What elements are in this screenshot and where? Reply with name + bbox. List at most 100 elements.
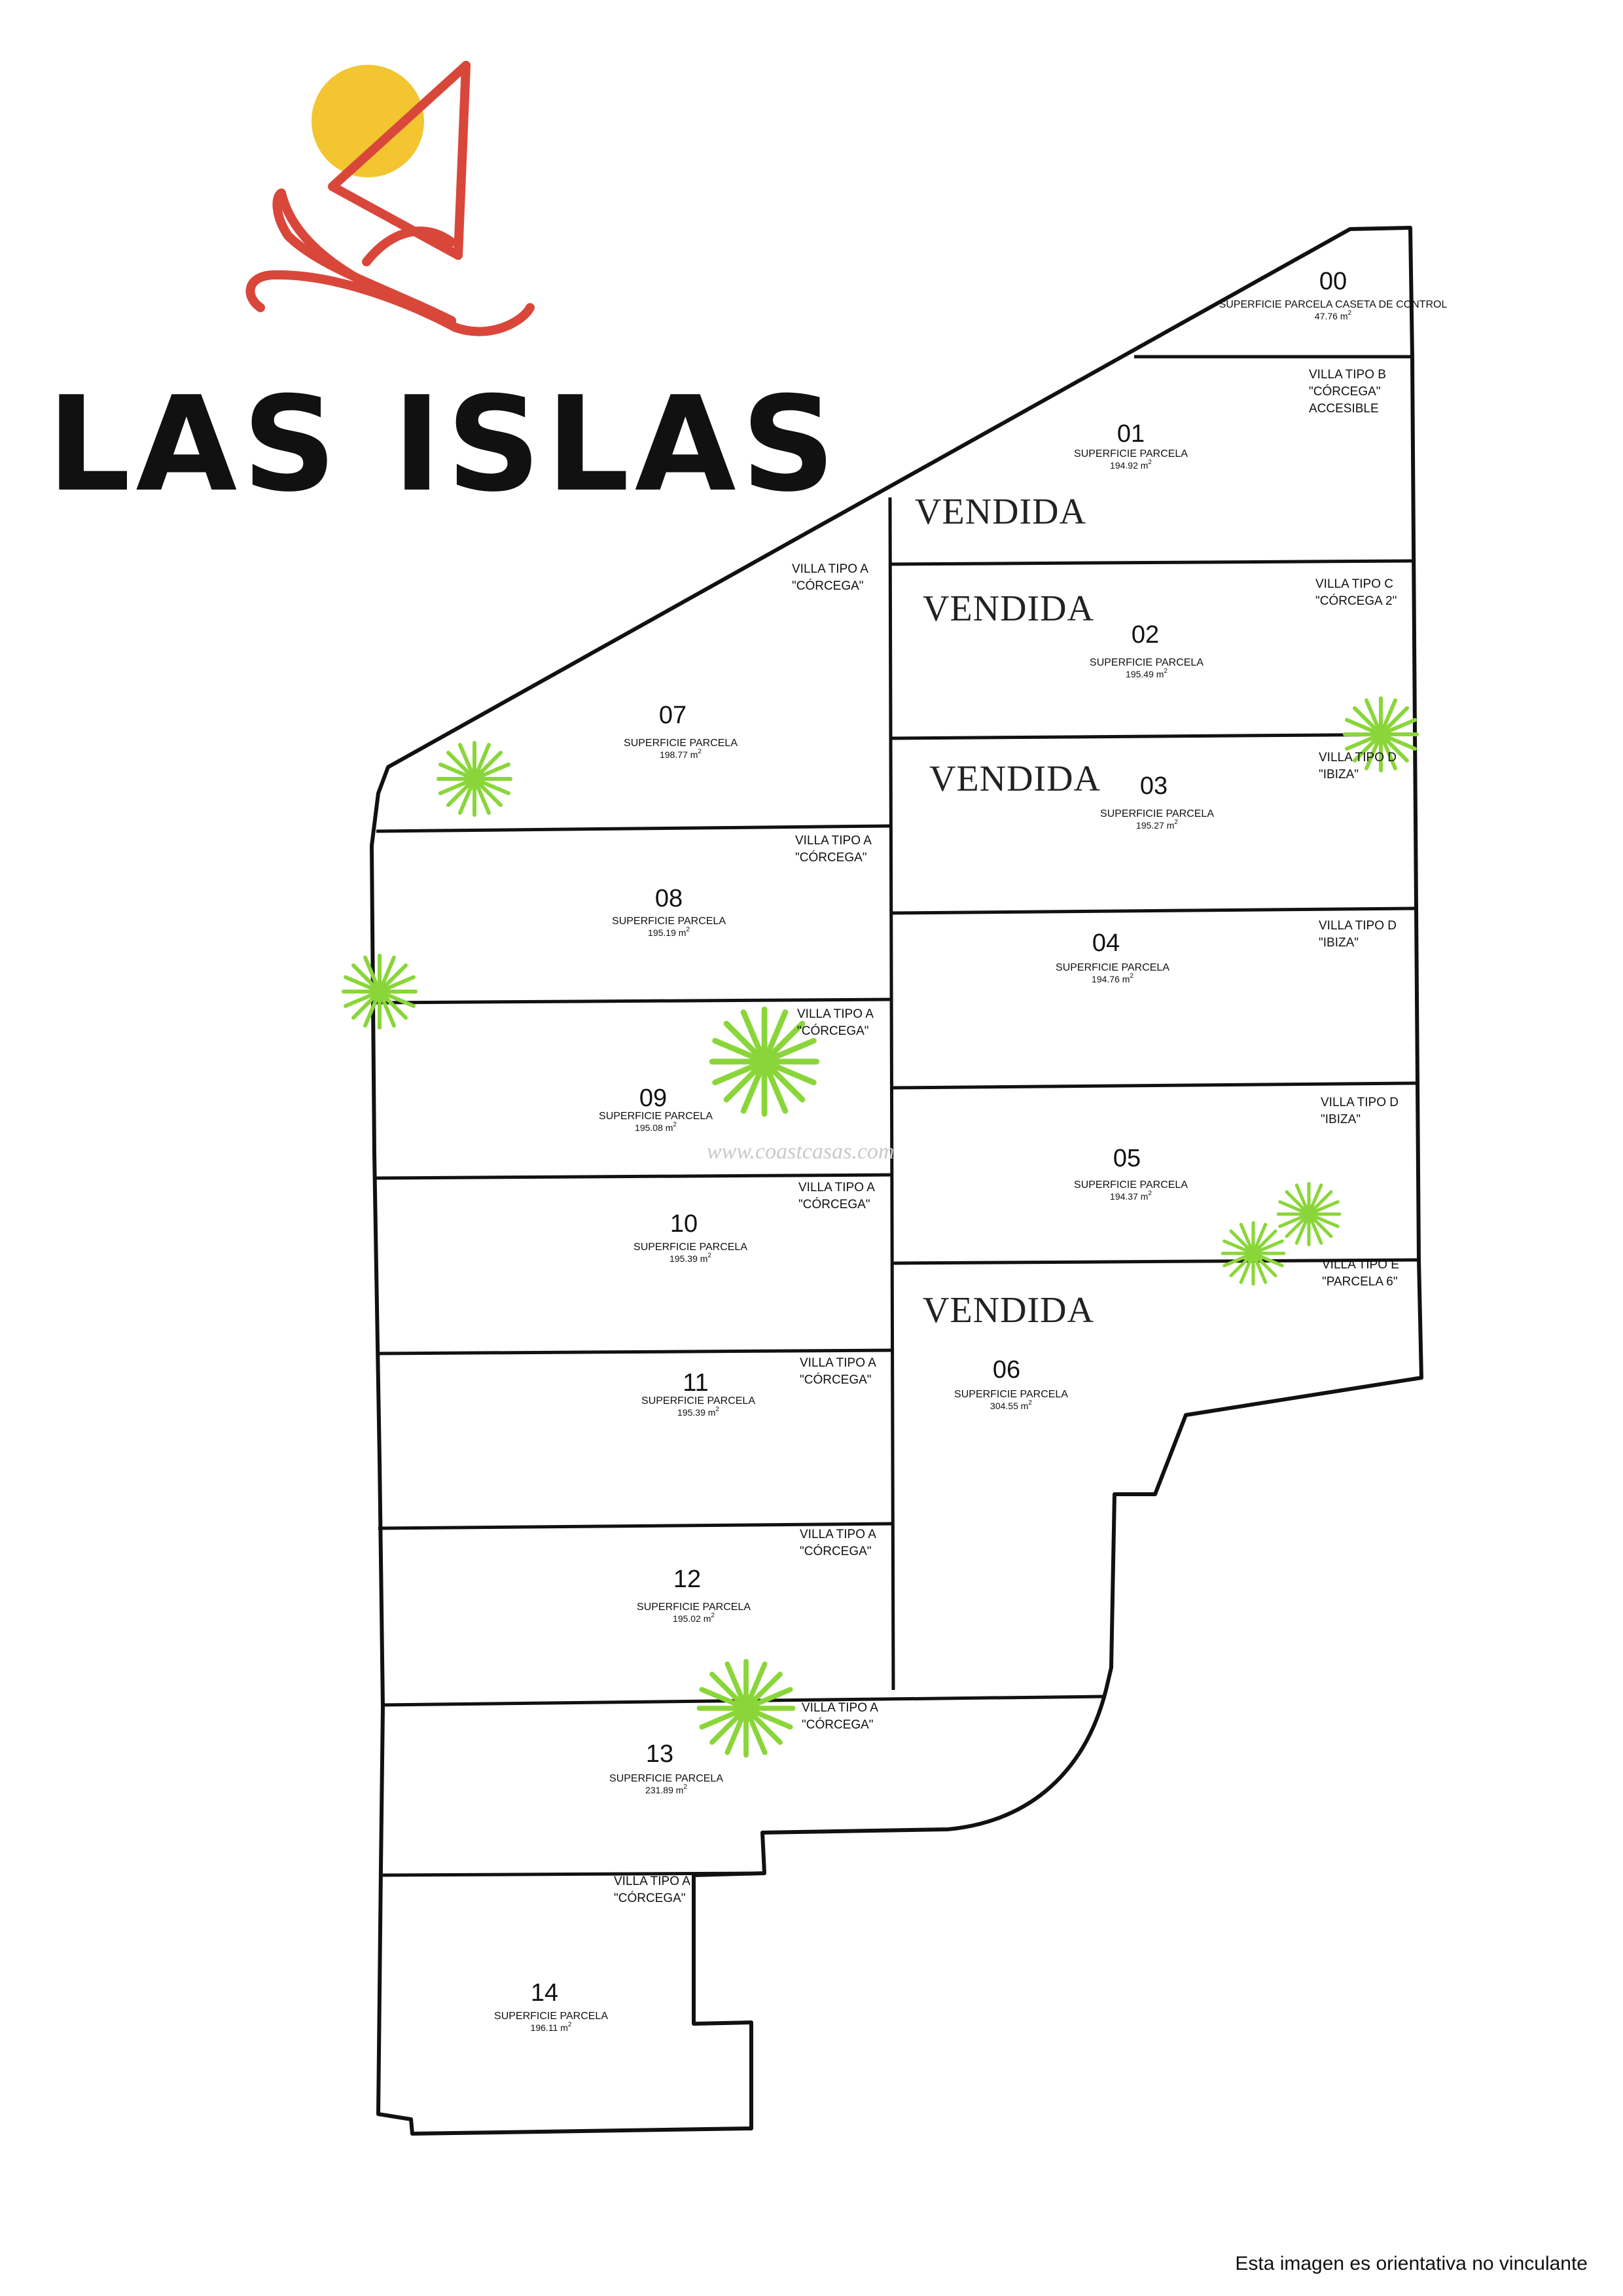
surface-label: SUPERFICIE PARCELA [637, 1602, 751, 1613]
plot-area-value: 231.89 m [645, 1785, 683, 1795]
palm-tree-icon [1343, 696, 1419, 772]
plot-area-value: 195.19 m [648, 927, 686, 938]
villa-type-line: VILLA TIPO A [802, 1701, 878, 1715]
villa-type: VILLA TIPO C"CÓRCEGA 2" [1315, 577, 1397, 608]
plot-area-unit-exponent: 2 [707, 1252, 711, 1259]
plot-number: 01 [1117, 420, 1145, 448]
villa-type: VILLA TIPO B"CÓRCEGA"ACCESIBLE [1309, 368, 1386, 416]
plot-area-unit-exponent: 2 [568, 2021, 572, 2028]
plot-area-unit-exponent: 2 [1148, 459, 1152, 466]
disclaimer: Esta imagen es orientativa no vinculante [1235, 2253, 1588, 2274]
plot-area-value: 198.77 m [660, 749, 698, 760]
plot-area: 195.39 m2 [677, 1406, 719, 1418]
plot-number: 09 [639, 1085, 667, 1112]
logo: LAS ISLAS [47, 61, 841, 521]
plot-area-unit-exponent: 2 [711, 1612, 715, 1619]
plot-area-unit-exponent: 2 [1164, 668, 1168, 675]
villa-type: VILLA TIPO E"PARCELA 6" [1322, 1258, 1399, 1289]
villa-type: VILLA TIPO A"CÓRCEGA" [800, 1528, 876, 1558]
villa-type: VILLA TIPO A"CÓRCEGA" [614, 1874, 690, 1905]
plot-area: 194.92 m2 [1110, 459, 1152, 471]
surface-label: SUPERFICIE PARCELA [1100, 808, 1214, 819]
villa-type-line: VILLA TIPO A [800, 1528, 876, 1541]
villa-type-line: VILLA TIPO D [1321, 1096, 1399, 1109]
sold-stamp: VENDIDA [915, 492, 1086, 532]
palm-tree-icon [696, 1659, 796, 1758]
plot-area: 195.02 m2 [673, 1612, 715, 1624]
brand-title: LAS ISLAS [47, 368, 841, 521]
plot-divisions [374, 355, 1419, 1877]
palm-tree-icon [1276, 1181, 1342, 1247]
palm-tree-icon [342, 954, 418, 1030]
villa-type: VILLA TIPO D"IBIZA" [1319, 751, 1397, 781]
villa-type-line: "CÓRCEGA 2" [1315, 594, 1397, 608]
surface-label: SUPERFICIE PARCELA [633, 1242, 747, 1253]
villa-type-line: VILLA TIPO D [1319, 919, 1397, 933]
plot-area: 195.27 m2 [1136, 819, 1178, 831]
plot-number: 14 [531, 1979, 558, 2007]
plot-area-value: 194.76 m [1092, 974, 1130, 984]
villa-type-line: "CÓRCEGA" [802, 1717, 874, 1732]
plot-area-unit-exponent: 2 [698, 748, 702, 755]
surface-label: SUPERFICIE PARCELA [624, 738, 738, 749]
villa-type-line: VILLA TIPO A [798, 1181, 875, 1194]
surface-label: SUPERFICIE PARCELA CASETA DE CONTROL [1219, 299, 1448, 310]
plot-number: 13 [646, 1740, 673, 1768]
surface-label: SUPERFICIE PARCELA [1090, 657, 1204, 668]
plot-area: 194.76 m2 [1092, 973, 1133, 984]
villa-type-line: "CÓRCEGA" [797, 1024, 869, 1038]
plot-area-value: 196.11 m [531, 2022, 568, 2033]
plot-area-value: 47.76 m [1315, 311, 1348, 321]
villa-type-line: "IBIZA" [1321, 1113, 1361, 1126]
palm-trees [342, 696, 1419, 1758]
watermark: www.coastcasas.com [707, 1139, 894, 1164]
plot-area: 195.39 m2 [669, 1252, 711, 1264]
villa-type: VILLA TIPO D "IBIZA" [1319, 919, 1397, 950]
surface-label: SUPERFICIE PARCELA [1056, 962, 1169, 973]
plot-area: 195.08 m2 [635, 1121, 677, 1133]
plot-area-unit-exponent: 2 [1130, 973, 1133, 980]
plot-number: 03 [1140, 772, 1168, 800]
villa-type-line: "CÓRCEGA" [1309, 384, 1381, 399]
villa-type-line: VILLA TIPO A [797, 1007, 874, 1021]
plot-area-unit-exponent: 2 [1174, 819, 1178, 826]
plot-number: 11 [683, 1369, 708, 1397]
villa-type-line: VILLA TIPO A [792, 562, 868, 576]
plot-area: 195.19 m2 [648, 926, 690, 938]
sold-stamp: VENDIDA [929, 759, 1101, 799]
plot-number: 07 [659, 702, 687, 729]
plot-area-value: 194.37 m [1110, 1191, 1148, 1202]
villa-type-line: VILLA TIPO A [795, 834, 872, 848]
sold-stamp: VENDIDA [923, 588, 1094, 629]
plot-area: 194.37 m2 [1110, 1190, 1152, 1202]
sailboat-icon [245, 61, 535, 336]
villa-type: VILLA TIPO A "CÓRCEGA" [792, 562, 868, 593]
palm-tree-icon [709, 1006, 820, 1117]
villa-type-line: VILLA TIPO D [1319, 751, 1397, 764]
villa-type-line: "IBIZA" [1319, 936, 1359, 950]
villa-type: VILLA TIPO A "CÓRCEGA" [802, 1701, 878, 1732]
plot-number: 10 [670, 1210, 698, 1238]
plot-area: 196.11 m2 [531, 2021, 572, 2033]
plot-number: 02 [1132, 621, 1159, 649]
villa-type-line: VILLA TIPO A [800, 1356, 876, 1370]
palm-tree-icon [437, 741, 512, 817]
villa-type: VILLA TIPO A "CÓRCEGA" [797, 1007, 874, 1038]
sun-icon [312, 65, 424, 177]
surface-label: SUPERFICIE PARCELA [612, 916, 726, 927]
villa-type-line: "CÓRCEGA" [795, 850, 867, 865]
villa-type-line: "CÓRCEGA" [792, 579, 864, 593]
plot-area-unit-exponent: 2 [1348, 310, 1352, 317]
plot-area: 198.77 m2 [660, 748, 702, 760]
